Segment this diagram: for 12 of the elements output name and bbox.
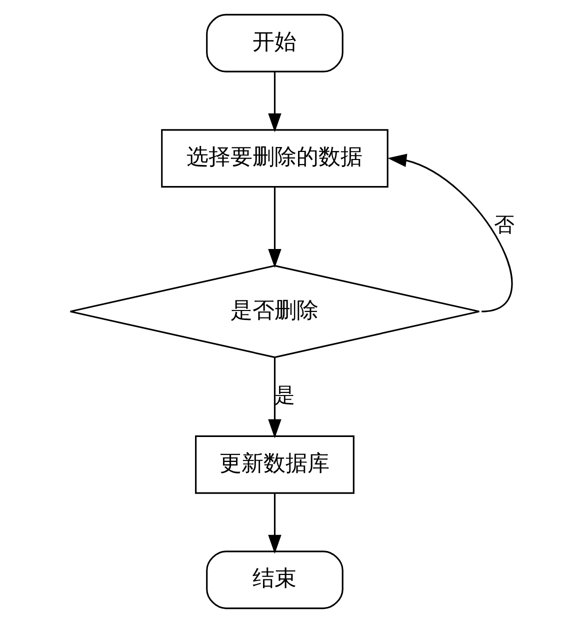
arrow xyxy=(268,358,282,438)
node-box: 更新数据库 xyxy=(195,435,354,494)
arrow xyxy=(268,187,282,268)
edge-label: 否 xyxy=(494,212,515,237)
node-box: 选择要删除的数据 xyxy=(161,129,388,188)
arrow xyxy=(268,72,282,132)
arrow xyxy=(268,493,282,554)
node-box: 结束 xyxy=(206,550,344,610)
arrow xyxy=(388,154,512,312)
edge-label: 是 xyxy=(274,383,296,408)
node-box: 开始 xyxy=(206,14,344,72)
node-diamond: 是否删除 xyxy=(70,264,480,358)
